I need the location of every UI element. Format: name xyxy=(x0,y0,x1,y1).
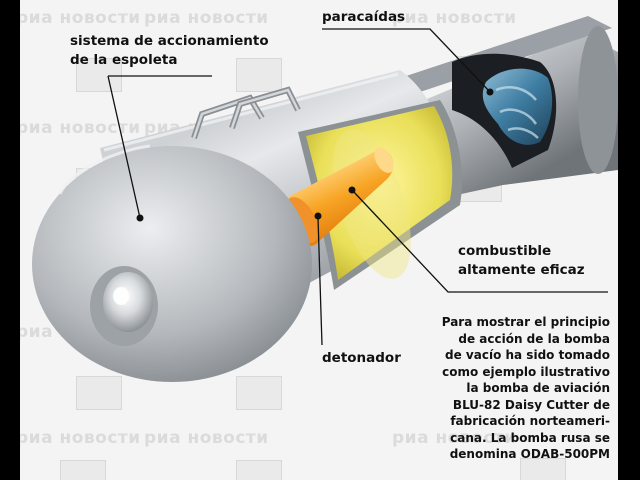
callout-dot xyxy=(348,186,356,194)
infographic-canvas: риа новости риа новости риа новости риа … xyxy=(20,0,618,480)
body-highlight xyxy=(103,72,399,152)
label-parachute: paracaídas xyxy=(322,9,406,25)
watermark-text: риа новости xyxy=(392,8,517,28)
description-text: Para mostrar el principio de acción de l… xyxy=(441,315,610,461)
watermark-text: риа новости xyxy=(20,8,141,28)
watermark-logo xyxy=(236,460,282,480)
nose-cap xyxy=(32,144,312,382)
label-detonator: detonador xyxy=(322,350,401,366)
callout-dot xyxy=(486,88,494,96)
fuze-icon xyxy=(103,272,153,332)
watermark-text: риа новости xyxy=(144,428,269,448)
callout-lines xyxy=(107,28,608,346)
callout-fuel-line xyxy=(351,189,608,293)
callout-fuse-line xyxy=(107,75,141,219)
fuel-chamber xyxy=(306,106,453,280)
fuze-highlight xyxy=(113,287,129,305)
bomb-illustration xyxy=(32,16,618,382)
label-fuel: combustible altamente eficaz xyxy=(458,243,585,278)
callout-dot xyxy=(314,212,322,220)
callout-dots xyxy=(136,88,494,222)
watermark-logo xyxy=(520,458,566,480)
callout-dot xyxy=(136,214,144,222)
detonator-tip xyxy=(374,147,394,173)
parachute-folds xyxy=(495,86,539,139)
watermark-logo xyxy=(76,376,122,410)
label-fuse-system: sistema de accionamiento de la espoleta xyxy=(70,33,269,68)
nose-rim-highlight xyxy=(58,144,151,195)
callout-detonator-line xyxy=(317,217,323,346)
watermark-text: риа новости xyxy=(20,428,141,448)
watermark-logo xyxy=(76,58,122,92)
callout-parachute-line xyxy=(322,28,491,93)
watermark-logo xyxy=(60,460,106,480)
tail-end xyxy=(578,26,618,174)
watermark-text: риа новости xyxy=(392,428,517,448)
mounting-lug-highlight xyxy=(230,88,300,129)
watermark-text: риа новости xyxy=(20,118,141,138)
nose-cap-face xyxy=(32,146,312,382)
watermark-logo xyxy=(236,58,282,92)
watermark-text: риа новости xyxy=(144,8,269,28)
mounting-lug-highlight xyxy=(192,96,264,139)
watermark-logo xyxy=(236,376,282,410)
